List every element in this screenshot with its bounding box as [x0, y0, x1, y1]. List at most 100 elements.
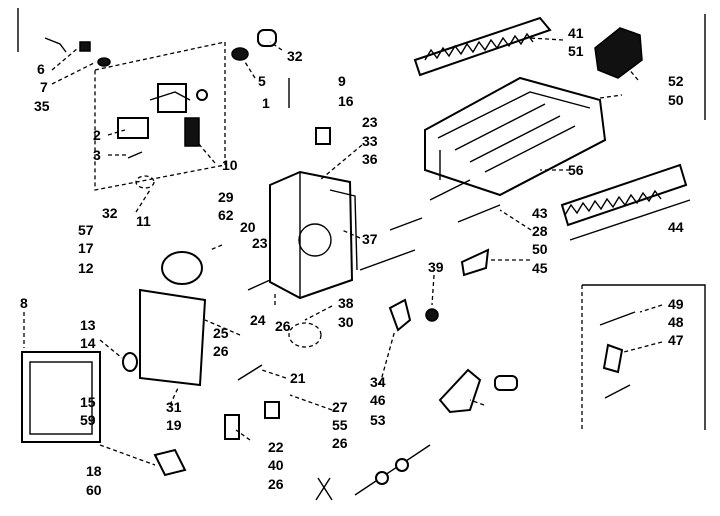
cam-13 — [122, 352, 138, 372]
sensor-38 — [388, 298, 412, 332]
clip-26 — [315, 477, 333, 501]
ice-maker-housing — [269, 170, 358, 300]
callout-52: 52 — [668, 73, 684, 89]
callout-39: 39 — [428, 259, 444, 275]
callout-3: 3 — [93, 147, 101, 163]
callout-34: 34 — [370, 374, 386, 390]
callout-labels: 6 7 35 32 5 9 16 1 2 3 10 32 11 29 62 57… — [20, 25, 684, 498]
callout-50: 50 — [668, 92, 684, 108]
washer-35 — [97, 57, 111, 67]
callout-14: 14 — [80, 335, 96, 351]
ejector-41 — [413, 16, 552, 77]
callout-24: 24 — [250, 312, 266, 328]
bracket-50 — [460, 248, 490, 277]
callout-41: 41 — [568, 25, 584, 41]
leader-lines — [23, 37, 663, 466]
callout-7: 7 — [40, 79, 48, 95]
callout-43: 43 — [532, 205, 548, 221]
bracket-18 — [153, 448, 187, 477]
heater-43 — [429, 179, 471, 201]
harness-55 — [354, 444, 431, 496]
callout-23: 23 — [362, 114, 378, 130]
callout-53: 53 — [370, 412, 386, 428]
fill-cup-46 — [438, 368, 482, 414]
switch-22 — [224, 414, 240, 440]
callout-48: 48 — [668, 314, 684, 330]
clip-32 — [135, 175, 155, 189]
callout-37: 37 — [362, 231, 378, 247]
callout-18: 18 — [86, 463, 102, 479]
callout-50: 50 — [532, 241, 548, 257]
motor-57 — [161, 251, 203, 285]
cap-32 — [257, 29, 277, 47]
callout-30: 30 — [338, 314, 354, 330]
callout-46: 46 — [370, 392, 386, 408]
coupler-53 — [494, 375, 518, 391]
callout-40: 40 — [268, 457, 284, 473]
mounting-plate-25 — [139, 288, 207, 387]
pin-49 — [599, 311, 636, 326]
callout-20: 20 — [240, 219, 256, 235]
callout-11: 11 — [136, 213, 151, 229]
callout-32: 32 — [287, 48, 303, 64]
callout-26: 26 — [275, 318, 291, 334]
callout-19: 19 — [166, 417, 182, 433]
callout-10: 10 — [222, 157, 238, 173]
callout-31: 31 — [166, 399, 182, 415]
callout-28: 28 — [532, 223, 548, 239]
callout-13: 13 — [80, 317, 96, 333]
callout-2: 2 — [93, 127, 101, 143]
lever-19 — [264, 401, 280, 419]
shaft-21 — [237, 364, 263, 381]
callout-60: 60 — [86, 482, 102, 498]
callout-35: 35 — [34, 98, 50, 114]
nut-7 — [79, 41, 91, 52]
callout-59: 59 — [80, 412, 96, 428]
callout-9: 9 — [338, 73, 346, 89]
heater-28 — [457, 204, 501, 223]
callout-27: 27 — [332, 399, 348, 415]
valve-group-box — [94, 41, 226, 191]
shutoff-arm-37 — [389, 217, 423, 231]
ice-mold-56 — [424, 76, 607, 197]
spring-26 — [288, 322, 322, 348]
inset-box — [582, 284, 706, 430]
callout-12: 12 — [78, 260, 94, 276]
callout-57: 57 — [78, 222, 94, 238]
callout-56: 56 — [568, 162, 584, 178]
callout-29: 29 — [218, 189, 234, 205]
bushing-10 — [184, 117, 200, 147]
callout-16: 16 — [338, 93, 354, 109]
callout-49: 49 — [668, 296, 684, 312]
callout-44: 44 — [668, 219, 684, 235]
callout-15: 15 — [80, 394, 96, 410]
callout-45: 45 — [532, 260, 548, 276]
callout-23: 23 — [252, 235, 268, 251]
callout-25: 25 — [213, 325, 229, 341]
stripper-44 — [560, 163, 691, 241]
callout-6: 6 — [37, 61, 45, 77]
fitting-6 — [44, 37, 67, 53]
callout-5: 5 — [258, 73, 266, 89]
callout-32: 32 — [102, 205, 118, 221]
callout-36: 36 — [362, 151, 378, 167]
callout-26: 26 — [332, 435, 348, 451]
callout-62: 62 — [218, 207, 234, 223]
callout-38: 38 — [338, 295, 354, 311]
retainer-48 — [602, 343, 624, 374]
callout-26: 26 — [213, 343, 229, 359]
callout-47: 47 — [668, 332, 684, 348]
callout-26: 26 — [268, 476, 284, 492]
callout-51: 51 — [568, 43, 584, 59]
callout-1: 1 — [262, 95, 270, 111]
gear-39 — [425, 308, 439, 322]
water-valve — [117, 83, 208, 159]
mold-cover-52 — [594, 27, 643, 79]
callout-33: 33 — [362, 133, 378, 149]
callout-8: 8 — [20, 295, 28, 311]
switch-23 — [315, 127, 331, 145]
callout-22: 22 — [268, 439, 284, 455]
callout-55: 55 — [332, 417, 348, 433]
screw-47 — [604, 384, 631, 399]
